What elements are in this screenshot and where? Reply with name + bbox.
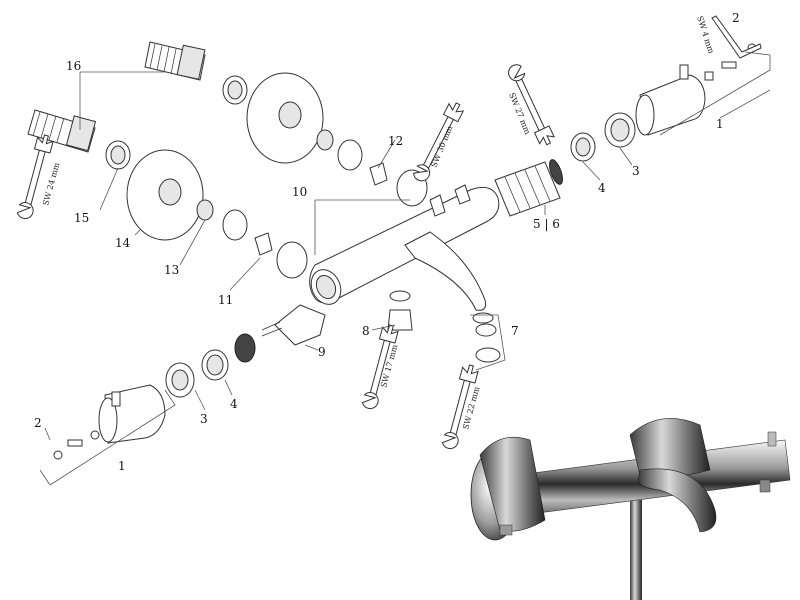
cartridge-5-6 bbox=[494, 159, 563, 217]
valve-11-12 bbox=[254, 162, 388, 256]
product-photo bbox=[470, 418, 791, 600]
aerator-7 bbox=[472, 312, 501, 363]
rosette-14 bbox=[126, 149, 204, 241]
spec-sw4: SW 4 mm bbox=[695, 15, 716, 55]
ring-4-right bbox=[570, 132, 596, 162]
nut-3-right bbox=[604, 112, 636, 148]
label-8: 8 bbox=[362, 324, 370, 338]
connector-16-top bbox=[144, 41, 206, 81]
handle-1-right bbox=[635, 64, 706, 136]
check-valve-13 bbox=[222, 139, 363, 241]
filter-13 bbox=[196, 129, 334, 221]
label-14: 14 bbox=[115, 236, 131, 250]
label-12: 12 bbox=[388, 134, 403, 148]
allen-key-icon bbox=[711, 15, 762, 59]
label-7: 7 bbox=[511, 324, 519, 338]
connector-16-bottom bbox=[27, 109, 97, 153]
label-2-right: 2 bbox=[732, 11, 740, 25]
label-9: 9 bbox=[318, 345, 326, 359]
label-4-left: 4 bbox=[230, 397, 238, 411]
label-3-right: 3 bbox=[632, 164, 640, 178]
label-10: 10 bbox=[292, 185, 307, 199]
label-1-left: 1 bbox=[118, 459, 126, 473]
ring-4-left bbox=[201, 349, 229, 381]
nut-3-left bbox=[165, 362, 195, 398]
mixer-body bbox=[309, 184, 500, 311]
label-1-right: 1 bbox=[716, 117, 724, 131]
label-13: 13 bbox=[164, 263, 179, 277]
label-2-left: 2 bbox=[34, 416, 42, 430]
leader-lines bbox=[39, 51, 771, 486]
seal-8 bbox=[387, 290, 413, 331]
rosette-14-top bbox=[246, 72, 324, 164]
stop-ring-9 bbox=[234, 333, 256, 363]
spec-sw24: SW 24 mm bbox=[41, 161, 61, 206]
screw-parts-left bbox=[53, 430, 100, 460]
label-5-6: 5 | 6 bbox=[533, 217, 560, 231]
union-nut-10 bbox=[276, 169, 428, 279]
label-11: 11 bbox=[218, 293, 233, 307]
label-16: 16 bbox=[66, 59, 81, 73]
handle-1-left bbox=[98, 384, 166, 444]
label-4-right: 4 bbox=[598, 181, 606, 195]
cartridge-9 bbox=[261, 304, 326, 346]
label-15: 15 bbox=[74, 211, 89, 225]
nut-15 bbox=[105, 140, 131, 170]
label-3-left: 3 bbox=[200, 412, 208, 426]
nut-15-top bbox=[222, 75, 248, 105]
